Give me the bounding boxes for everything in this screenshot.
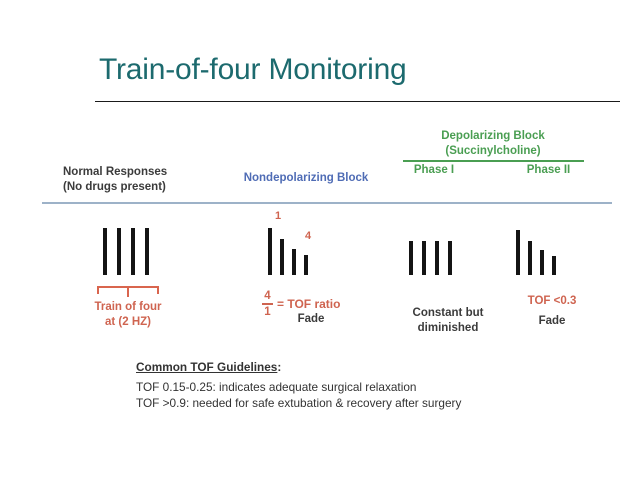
title-divider [95,101,620,102]
tof-figure: Depolarizing Block (Succinylcholine) Pha… [0,110,638,430]
caption-train-of-four: Train of four at (2 HZ) [58,300,198,329]
guidelines-heading: Common TOF Guidelines: [136,360,556,374]
depolarizing-divider [403,160,584,162]
caption-phase-i-line1: Constant but [412,307,484,319]
guidelines-line: TOF 0.15-0.25: indicates adequate surgic… [136,380,417,394]
bar [131,228,135,275]
caption-fade-phase-ii: Fade [538,315,566,327]
brace-left-cap [97,286,99,294]
bar [280,239,284,275]
guidelines-heading-colon: : [277,360,282,374]
phase-ii-header: Phase II [526,164,571,176]
caption-phase-i-line2: diminished [417,321,479,334]
bar-group-normal [103,228,149,275]
tof-ratio-label: 4 1 = TOF ratio [262,290,340,318]
bar [422,241,426,275]
bar-group-nondepolarizing [268,228,308,275]
normal-responses-header: Normal Responses (No drugs present) [63,165,213,195]
train-of-four-brace [97,282,159,297]
bar [409,241,413,275]
caption-train-of-four-line1: Train of four [94,301,162,313]
bar [448,241,452,275]
guidelines-heading-text: Common TOF Guidelines [136,360,278,374]
phase-i-header: Phase I [413,164,455,176]
caption-phase-i: Constant but diminished [378,306,518,335]
normal-responses-header-line2: (No drugs present) [63,181,166,193]
bar-label-fourth: 4 [305,230,312,242]
caption-tof-less-than: TOF <0.3 [527,295,577,307]
brace-stem [127,286,129,297]
bar [117,228,121,275]
bar [528,241,532,275]
header-divider [42,202,612,204]
bar [145,228,149,275]
bar-label-first: 1 [275,210,282,222]
normal-responses-header-line1: Normal Responses [63,166,168,178]
page-title: Train-of-four Monitoring [99,53,407,86]
tof-ratio-numerator: 4 [264,290,271,302]
bar-group-phase-ii [516,228,556,275]
bar [516,230,520,275]
bar [304,255,308,275]
fraction-bar [262,303,273,305]
tof-guidelines: Common TOF Guidelines: TOF 0.15-0.25: in… [136,360,556,411]
bar [103,228,107,275]
brace-right-cap [157,286,159,294]
tof-ratio-fraction: 4 1 [262,290,273,318]
nondepolarizing-header: Nondepolarizing Block [243,172,369,184]
bar [435,241,439,275]
guidelines-line: TOF >0.9: needed for safe extubation & r… [136,396,462,410]
bar [540,250,544,275]
tof-ratio-denominator: 1 [264,305,271,318]
bar-group-phase-i [409,228,452,275]
caption-train-of-four-line2: at (2 HZ) [105,315,151,328]
bar [292,249,296,275]
bar [552,256,556,275]
depolarizing-header-line2: (Succinylcholine) [445,144,541,157]
bar [268,228,272,275]
tof-ratio-text: = TOF ratio [277,296,341,311]
depolarizing-header: Depolarizing Block (Succinylcholine) [403,129,583,158]
caption-fade-nondepolarizing: Fade [297,313,325,325]
depolarizing-header-line1: Depolarizing Block [441,130,545,142]
